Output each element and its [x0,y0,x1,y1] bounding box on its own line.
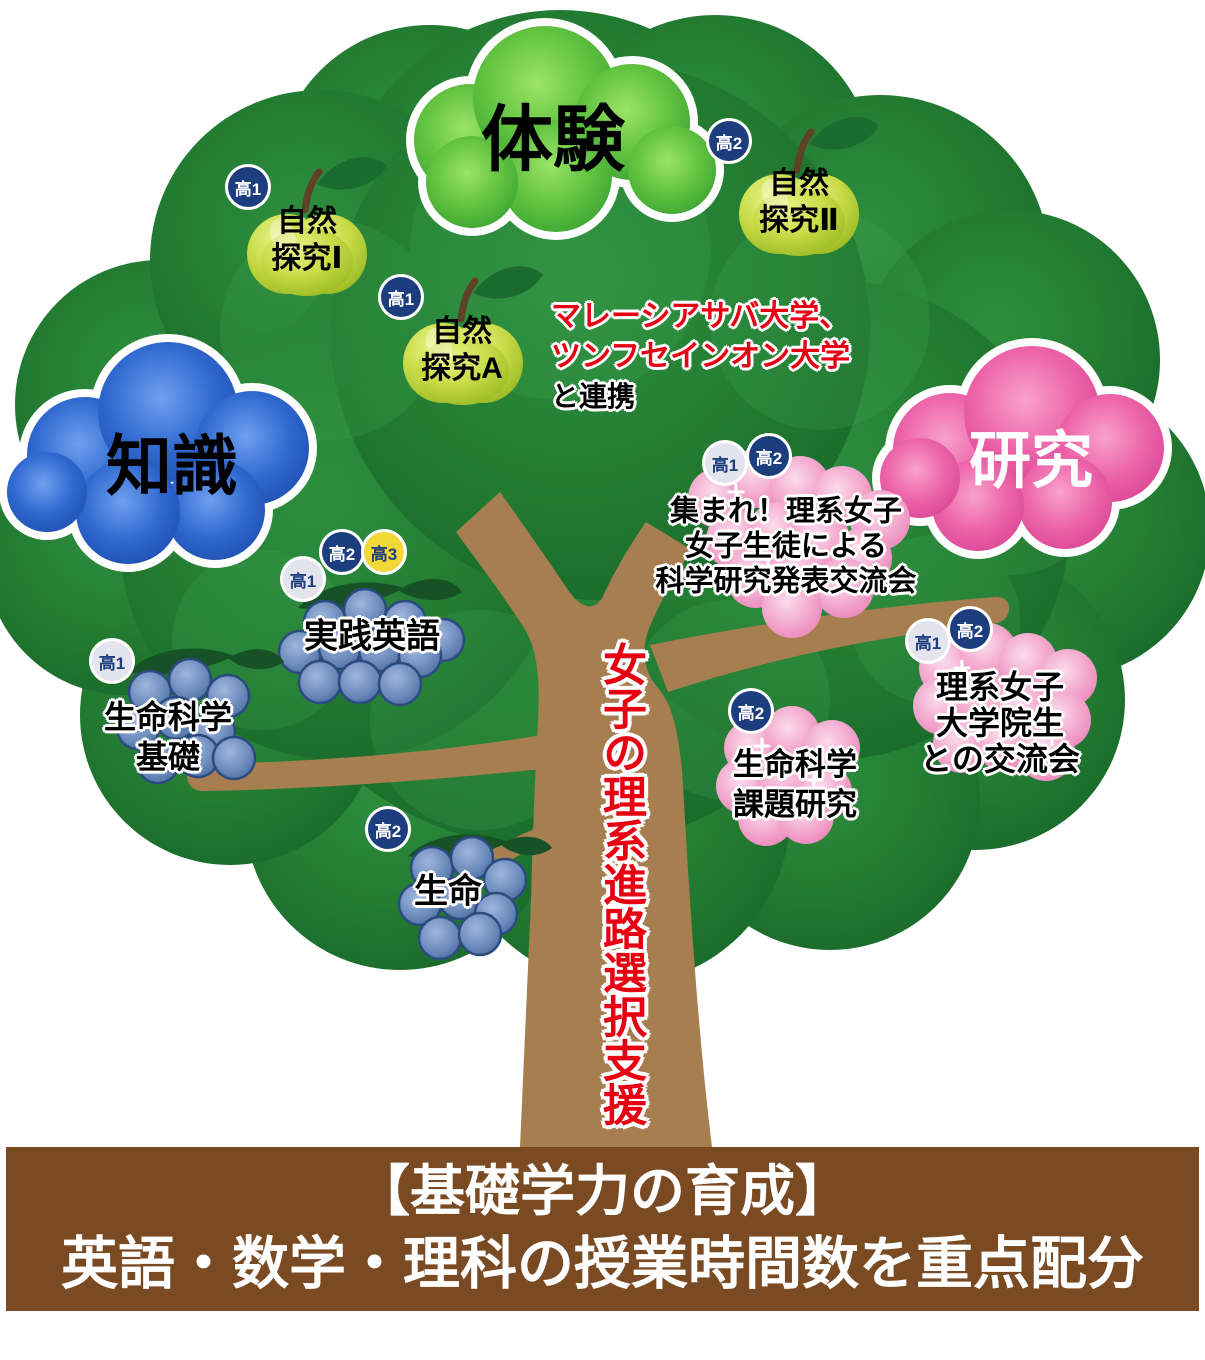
flower-label-lifescience-research: 生命科学 課題研究 [733,745,857,825]
blueberry-cluster-english [277,578,466,707]
flower-line: 課題研究 [733,787,857,822]
experience-cloud [406,18,724,240]
trunk-vertical-slogan: 女子の理系進路選択支援 [596,642,645,1126]
footer-subtitle: 英語・数学・理科の授業時間数を重点配分 [61,1232,1144,1296]
grade-badge: 高2 [950,609,990,649]
blueberry-cluster-lifescience-basics [115,648,284,785]
flower-cluster-grad-exchange [913,623,1097,781]
grade-badge: 高1 [908,621,948,661]
apple-label-nature-inquiry-1: 自然 探究Ⅰ [271,203,342,277]
flower-line: 大学院生 [935,705,1064,741]
grade-badge: 高3 [364,532,404,572]
left-branch [186,734,552,791]
tree-trunk [186,492,1010,1147]
partnership-note: マレーシアサバ大学、 ツンフセインオン大学 と連携 [551,297,850,417]
grade-badge: 高2 [322,532,362,572]
berry-line: 生命科学 [103,699,233,735]
berry-label-life: 生命 [414,872,482,911]
flower-line: 理系女子 [935,669,1064,705]
footer-title: 【基礎学力の育成】 [354,1160,850,1222]
apple-line: 探究Ⅰ [271,242,343,275]
flower-line: 科学研究発表交流会 [655,565,917,598]
flower-label-science-girls-meet: 集まれ！理系女子 女子生徒による 科学研究発表交流会 [655,495,916,600]
apple-line: 探究A [421,352,503,385]
right-branch [650,596,1010,692]
berry-label-practical-english: 実践英語 [304,617,440,656]
partnership-line: と連携 [551,381,636,412]
research-cloud-label: 研究 [968,427,1094,496]
grade-badge: 高2 [368,809,408,849]
grade-badge: 高1 [228,167,268,207]
flower-label-grad-exchange: 理系女子 大学院生 との交流会 [920,669,1080,777]
grade-badge: 高2 [709,121,749,161]
apple-line: 自然 [431,315,492,348]
apple-icon-nature1 [247,157,387,296]
grade-badge: 高1 [381,277,421,317]
flower-line: 生命科学 [733,747,857,782]
flower-line: 集まれ！理系女子 [669,495,903,528]
grade-badge: 高2 [749,436,789,476]
berry-line: 基礎 [135,739,201,775]
partnership-line: マレーシアサバ大学、 [551,300,850,333]
apple-icon-natureA [403,266,543,405]
apple-line: 自然 [768,167,829,200]
knowledge-cloud-label: 知識 [106,429,238,503]
research-cloud [872,338,1172,559]
flower-cluster-science-girls-meet [688,448,910,638]
flower-line: との交流会 [920,741,1080,777]
berry-label-lifescience-basics: 生命科学 基礎 [104,697,232,777]
apple-line: 探究Ⅱ [759,204,839,237]
apple-label-nature-inquiry-a: 自然 探究A [421,313,503,387]
grade-badge: 高2 [731,691,771,731]
flower-cluster-lifescience-research [716,706,860,846]
footer-banner: 【基礎学力の育成】 英語・数学・理科の授業時間数を重点配分 [6,1147,1199,1311]
apple-line: 自然 [276,205,337,238]
partnership-line: ツンフセインオン大学 [551,340,851,373]
experience-cloud-label: 体験 [480,100,626,181]
apple-label-nature-inquiry-2: 自然 探究Ⅱ [759,165,839,239]
grade-badge: 高1 [92,641,132,681]
grade-badge: 高1 [705,443,745,483]
grade-badge: 高1 [283,559,323,599]
knowledge-cloud [0,334,317,572]
apple-icon-nature2 [739,117,879,256]
blueberry-cluster-life [397,834,552,961]
flower-line: 女子生徒による [684,530,888,563]
